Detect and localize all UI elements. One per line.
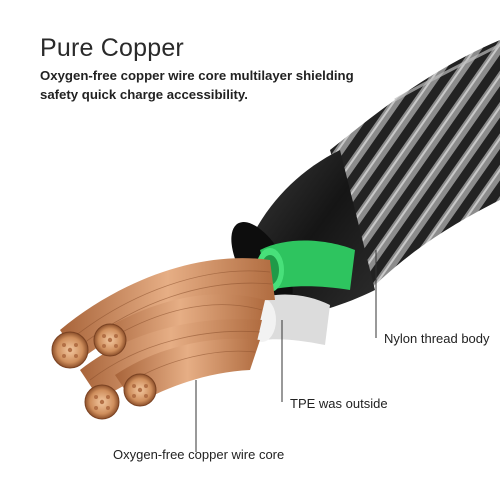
tpe-callout-label: TPE was outside [290, 396, 388, 411]
nylon-callout-label: Nylon thread body [384, 331, 490, 346]
copper-strand-ends [51, 323, 157, 420]
copper-callout-label: Oxygen-free copper wire core [113, 447, 285, 462]
product-title: Pure Copper [40, 34, 184, 62]
product-description: Oxygen-free copper wire core multilayer … [40, 68, 354, 102]
nylon-braid-body [330, 40, 500, 290]
copper-conductors [60, 258, 275, 405]
